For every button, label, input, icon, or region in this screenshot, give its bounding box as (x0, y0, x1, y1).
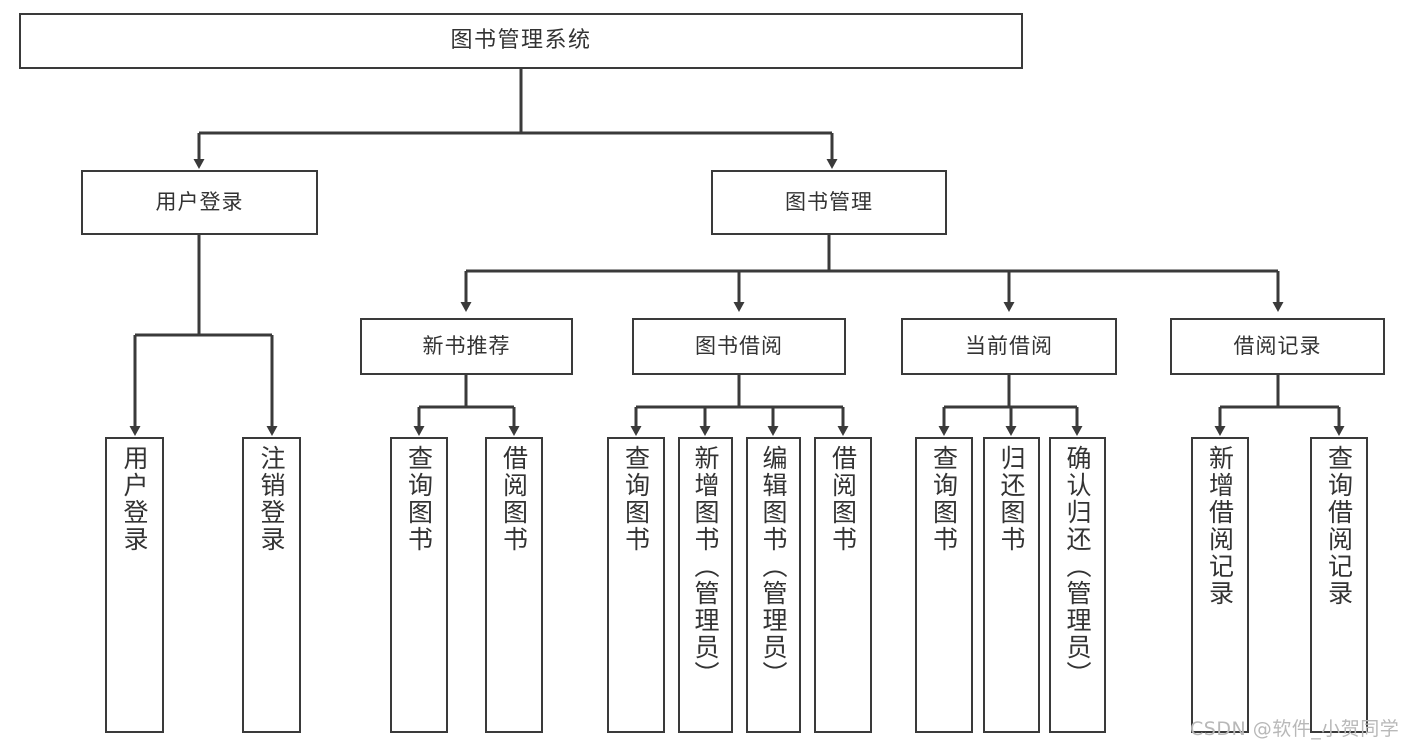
node-label: 新增借阅记录 (1205, 445, 1235, 607)
leaf-recommend-borrow-book[interactable]: 借阅图书 (485, 437, 543, 733)
node-label: 查询图书 (621, 445, 651, 553)
csdn-watermark: CSDN @软件_小贺同学 (1190, 718, 1400, 740)
node-label: 借阅图书 (499, 445, 529, 553)
leaf-record-query-record[interactable]: 查询借阅记录 (1310, 437, 1368, 733)
node-label: 用户登录 (120, 445, 149, 553)
node-label: 图书借阅 (695, 334, 783, 359)
node-label: 编辑图书（管理员） (759, 445, 788, 688)
node-user-login[interactable]: 用户登录 (81, 170, 318, 235)
leaf-current-return-book[interactable]: 归还图书 (983, 437, 1040, 733)
node-label: 当前借阅 (965, 334, 1053, 359)
node-root-system[interactable]: 图书管理系统 (19, 13, 1023, 69)
node-label: 确认归还（管理员） (1063, 445, 1092, 688)
node-label: 归还图书 (997, 445, 1026, 553)
node-label: 图书管理 (785, 190, 873, 215)
node-label: 新增图书（管理员） (691, 445, 720, 688)
node-label: 借阅图书 (828, 445, 858, 553)
node-label: 新书推荐 (422, 334, 511, 359)
leaf-borrow-query-book[interactable]: 查询图书 (607, 437, 665, 733)
node-label: 查询图书 (404, 445, 434, 553)
node-borrow-record[interactable]: 借阅记录 (1170, 318, 1385, 375)
node-current-borrow[interactable]: 当前借阅 (901, 318, 1117, 375)
leaf-borrow-borrow-book[interactable]: 借阅图书 (814, 437, 872, 733)
leaf-current-confirm-return-admin[interactable]: 确认归还（管理员） (1049, 437, 1106, 733)
node-label: 注销登录 (257, 445, 286, 553)
node-label: 查询借阅记录 (1324, 445, 1354, 607)
leaf-borrow-add-book-admin[interactable]: 新增图书（管理员） (678, 437, 733, 733)
leaf-recommend-query-book[interactable]: 查询图书 (390, 437, 448, 733)
leaf-borrow-edit-book-admin[interactable]: 编辑图书（管理员） (746, 437, 801, 733)
node-new-book-recommend[interactable]: 新书推荐 (360, 318, 573, 375)
leaf-user-login-signin[interactable]: 用户登录 (105, 437, 164, 733)
node-label: 借阅记录 (1233, 334, 1322, 359)
node-book-borrow[interactable]: 图书借阅 (632, 318, 846, 375)
leaf-user-login-signout[interactable]: 注销登录 (242, 437, 301, 733)
leaf-record-add-record[interactable]: 新增借阅记录 (1191, 437, 1249, 733)
node-label: 图书管理系统 (450, 28, 592, 54)
node-label: 用户登录 (155, 190, 244, 215)
leaf-current-query-book[interactable]: 查询图书 (915, 437, 973, 733)
node-book-management[interactable]: 图书管理 (711, 170, 947, 235)
node-label: 查询图书 (929, 445, 959, 553)
